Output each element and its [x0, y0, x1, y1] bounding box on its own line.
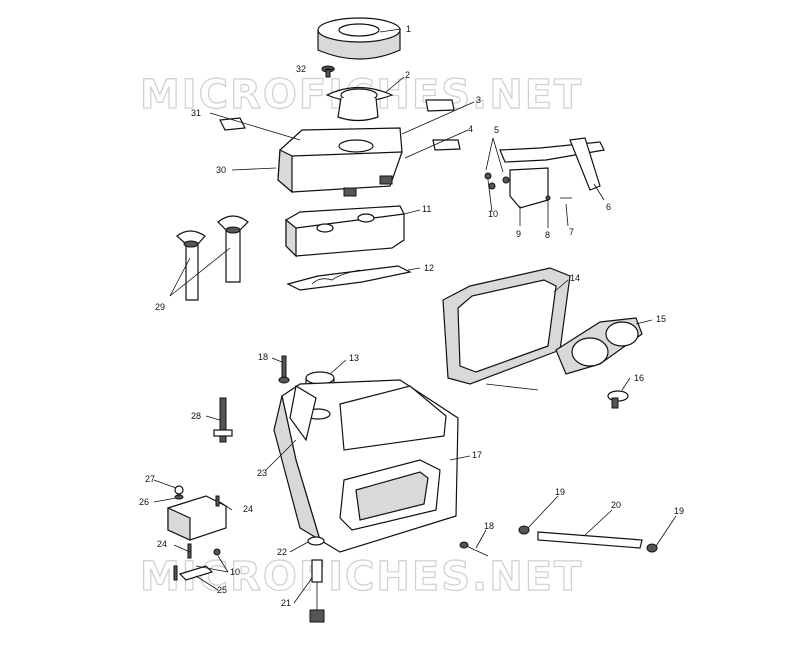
- callout-31: 31: [191, 108, 201, 118]
- callout-15: 15: [656, 314, 666, 324]
- callout-16: 16: [634, 373, 644, 383]
- callout-2: 2: [405, 70, 410, 80]
- callout-18-b: 18: [484, 521, 494, 531]
- part-16-bolt: [607, 390, 629, 409]
- part-30-airbox-lid: [277, 127, 403, 197]
- part-24-module: [167, 485, 227, 581]
- callout-7: 7: [569, 227, 574, 237]
- callout-28: 28: [191, 411, 201, 421]
- part-15-plate: [555, 317, 643, 375]
- part-11-filter: [285, 205, 405, 258]
- part-18-bolt-upper: [278, 355, 290, 384]
- callout-21: 21: [281, 598, 291, 608]
- callout-25: 25: [217, 585, 227, 595]
- watermark-bottom: MICROFICHES.NET: [140, 554, 583, 600]
- callout-19-b: 19: [674, 506, 684, 516]
- callout-11: 11: [422, 204, 431, 214]
- part-5-10-bracket: [484, 137, 605, 209]
- callout-19-a: 19: [555, 487, 565, 497]
- part-21-drain: [309, 559, 325, 623]
- callout-18-a: 18: [258, 352, 268, 362]
- callout-27: 27: [145, 474, 155, 484]
- callout-17: 17: [472, 450, 482, 460]
- leader-lines: [153, 28, 677, 604]
- callout-8: 8: [545, 230, 550, 240]
- part-12-gasket: [286, 265, 412, 291]
- callout-9: 9: [516, 229, 521, 239]
- callout-10-b: 10: [230, 567, 240, 577]
- part-4-decal: [432, 139, 461, 151]
- part-32-screw: [321, 65, 335, 78]
- callout-24-a: 24: [243, 504, 253, 514]
- callout-13: 13: [349, 353, 359, 363]
- part-1-ring: [317, 17, 401, 60]
- callout-6: 6: [606, 202, 611, 212]
- callout-3: 3: [476, 95, 481, 105]
- callout-1: 1: [406, 24, 411, 34]
- callout-29: 29: [155, 302, 165, 312]
- callout-14: 14: [570, 273, 580, 283]
- callout-5: 5: [494, 125, 499, 135]
- part-3-decal: [425, 99, 455, 112]
- part-18-pin-lower: [459, 541, 489, 557]
- part-22-grommet: [307, 536, 325, 546]
- callout-4: 4: [468, 124, 473, 134]
- part-20-rod: [518, 525, 658, 553]
- part-17-airbox: [273, 379, 459, 553]
- callout-22: 22: [277, 547, 287, 557]
- callout-32: 32: [296, 64, 306, 74]
- callout-12: 12: [424, 263, 434, 273]
- part-31-decal: [219, 117, 246, 131]
- callout-20: 20: [611, 500, 621, 510]
- part-29-velocity-stacks: [176, 215, 249, 301]
- callout-10-a: 10: [488, 209, 498, 219]
- callout-30: 30: [216, 165, 226, 175]
- part-28-clip: [213, 397, 233, 443]
- part-2-adapter: [325, 86, 394, 122]
- part-14-cover: [442, 267, 571, 391]
- callout-24-b: 24: [157, 539, 167, 549]
- callout-23: 23: [257, 468, 267, 478]
- callout-26: 26: [139, 497, 149, 507]
